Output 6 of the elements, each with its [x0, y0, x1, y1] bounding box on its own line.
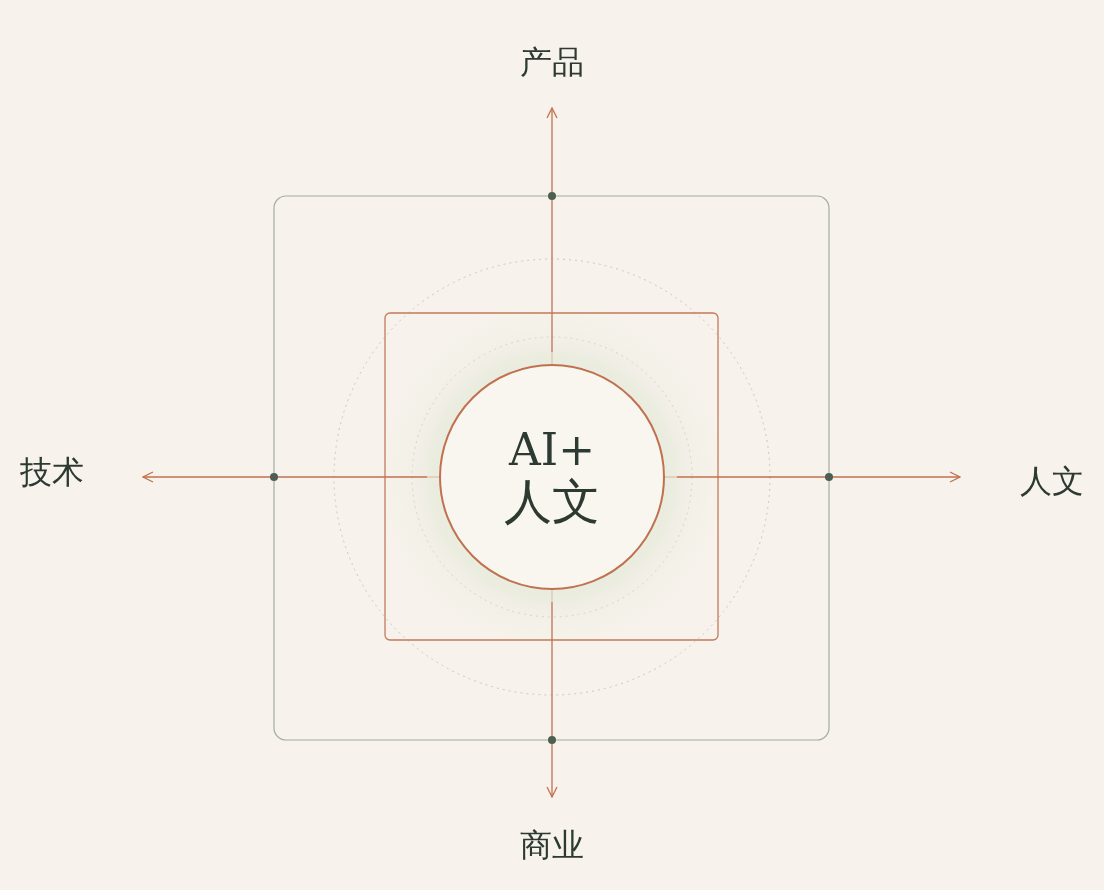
axis-label: 技术 — [20, 455, 84, 491]
axis-label: 人文 — [1020, 463, 1084, 499]
axis-label: 商业 — [520, 827, 584, 863]
center-label: 人文 — [504, 474, 600, 528]
axis-label: 产品 — [520, 45, 584, 81]
center-label: AI+ — [509, 426, 595, 475]
